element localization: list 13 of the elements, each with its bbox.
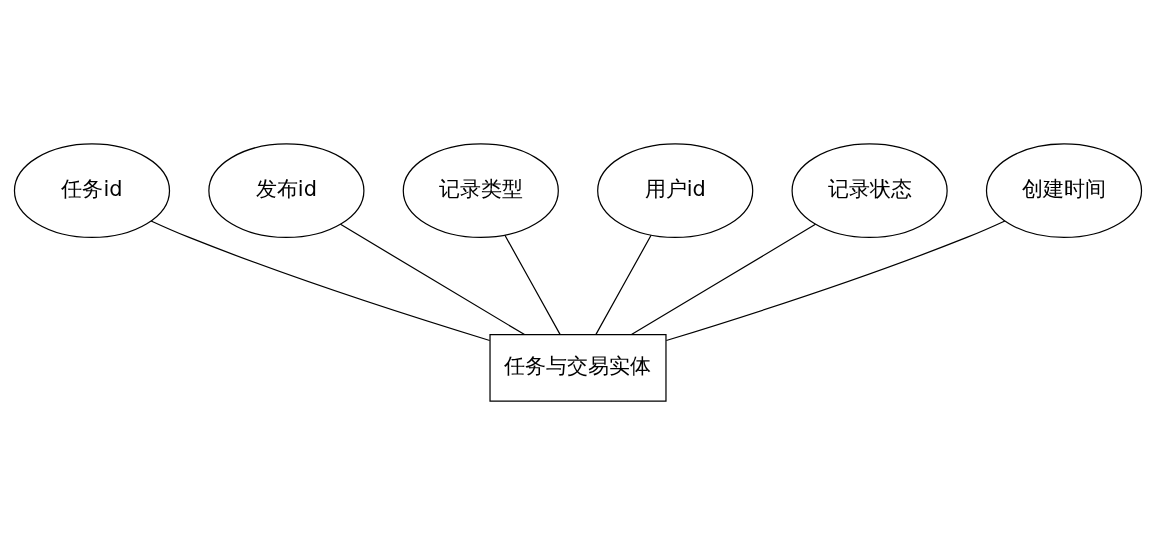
connector <box>665 219 1006 341</box>
node-ellipse: 记录状态 <box>791 142 948 238</box>
node-ellipse: 创建时间 <box>985 142 1143 238</box>
node-box: 任务与交易实体 <box>489 333 667 402</box>
connector <box>339 223 526 335</box>
node-ellipse: 发布id <box>208 142 365 238</box>
node-ellipse: 用户id <box>597 142 754 238</box>
node-ellipse: 任务id <box>13 142 171 238</box>
connector <box>150 219 491 341</box>
connector <box>595 234 652 335</box>
connector <box>630 223 817 335</box>
node-ellipse: 记录类型 <box>402 142 559 238</box>
connector <box>504 234 561 335</box>
